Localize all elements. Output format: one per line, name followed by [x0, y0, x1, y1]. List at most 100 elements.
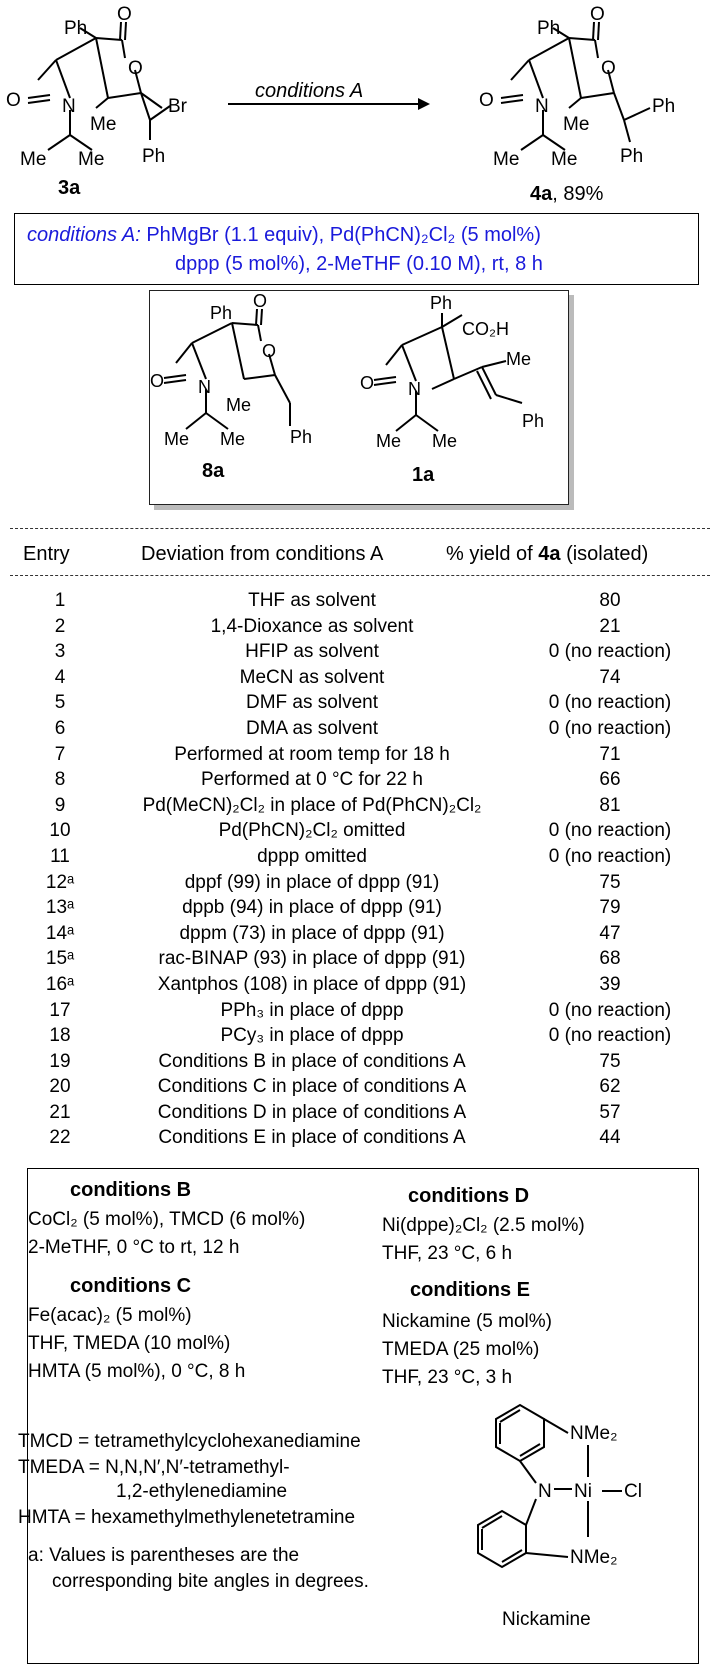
atom-o: O [150, 371, 164, 391]
deviation-cell: Conditions C in place of conditions A [157, 1076, 467, 1098]
yield-cell: 44 [599, 1127, 621, 1149]
table-header-rule [10, 575, 710, 576]
atom-me: Me [432, 431, 457, 451]
atom-me: Me [376, 431, 401, 451]
atom-n: N [538, 1481, 552, 1502]
entry-cell: 14ᵃ [45, 922, 75, 944]
conditions-a-line2: dppp (5 mol%), 2-MeTHF (0.10 M), rt, 8 h [175, 253, 543, 275]
header-deviation: Deviation from conditions A [141, 543, 384, 565]
conditions-c-line1: Fe(acac)₂ (5 mol%) [28, 1305, 192, 1326]
conditions-e-line2: TMEDA (25 mol%) [382, 1339, 540, 1360]
entry-cell: 6 [54, 717, 66, 739]
atom-cl: Cl [624, 1481, 642, 1502]
deviation-cell: Conditions D in place of conditions A [157, 1101, 467, 1123]
yield-cell: 79 [599, 897, 621, 919]
abbr-hmta: HMTA = hexamethylmethylenetetramine [18, 1507, 356, 1528]
entry-cell: 9 [54, 794, 66, 816]
footnote-a-2: corresponding bite angles in degrees. [52, 1571, 369, 1592]
yield-cell: 75 [599, 871, 621, 893]
reaction-scheme: Ph O O O N Me Br Ph Me Me Ph O O O N Me … [6, 4, 675, 205]
entry-cell: 21 [49, 1101, 71, 1123]
atom-me: Me [551, 149, 577, 170]
deviation-cell: DMF as solvent [246, 692, 378, 714]
atom-me: Me [20, 149, 46, 170]
atom-ni: Ni [574, 1481, 592, 1502]
side-products-structures: Ph O O O N Me Me Me Ph Ph CO₂H Me O N Ph… [150, 291, 544, 486]
conditions-e-title: conditions E [410, 1279, 530, 1301]
entry-cell: 17 [49, 999, 71, 1021]
entry-cell: 15ᵃ [45, 948, 75, 970]
atom-n: N [535, 96, 549, 117]
atom-me: Me [506, 349, 531, 369]
label-1a: 1a [412, 464, 435, 486]
yield-cell: 74 [599, 666, 621, 688]
atom-ph: Ph [430, 293, 452, 313]
conditions-a-box: conditions A: PhMgBr (1.1 equiv), Pd(PhC… [14, 213, 699, 285]
entry-cell: 10 [49, 820, 71, 842]
conditions-e-line1: Nickamine (5 mol%) [382, 1311, 552, 1332]
yield-cell: 0 (no reaction) [548, 717, 672, 739]
abbr-tmeda-1: TMEDA = N,N,N′,N′-tetramethyl- [18, 1457, 290, 1478]
entry-cell: 12ᵃ [45, 871, 75, 893]
atom-o: O [262, 341, 276, 361]
deviation-cell: Performed at 0 °C for 22 h [201, 769, 423, 791]
entry-cell: 16ᵃ [45, 973, 75, 995]
deviation-cell: rac-BINAP (93) in place of dppp (91) [158, 948, 466, 970]
deviation-cell: DMA as solvent [246, 717, 378, 739]
atom-ph: Ph [142, 146, 165, 167]
table-top-rule [10, 528, 710, 529]
atom-o: O [590, 4, 605, 25]
entry-cell: 19 [49, 1050, 71, 1072]
deviation-cell: Pd(MeCN)₂Cl₂ in place of Pd(PhCN)₂Cl₂ [142, 794, 482, 816]
atom-o: O [601, 58, 616, 79]
atom-ph: Ph [210, 303, 232, 323]
arrow-label: conditions A [255, 80, 363, 102]
deviation-cell: Conditions E in place of conditions A [158, 1127, 466, 1149]
conditions-b-line2: 2-MeTHF, 0 °C to rt, 12 h [28, 1237, 240, 1258]
atom-o: O [360, 373, 374, 393]
label-8a: 8a [202, 460, 225, 482]
table-row: 4 MeCN as solvent 74 [0, 665, 716, 691]
atom-me: Me [226, 395, 251, 415]
yield-cell: 0 (no reaction) [548, 820, 672, 842]
header-entry: Entry [23, 543, 70, 565]
yield-cell: 0 (no reaction) [548, 845, 672, 867]
deviation-cell: 1,4-Dioxance as solvent [210, 615, 414, 637]
nickamine-structure: NMe₂ N Ni Cl NMe₂ Nickamine [477, 1403, 642, 1630]
atom-ph: Ph [522, 411, 544, 431]
deviation-cell: dppm (73) in place of dppp (91) [179, 922, 445, 944]
conditions-e-line3: THF, 23 °C, 3 h [382, 1367, 513, 1388]
deviation-cell: THF as solvent [248, 590, 376, 611]
atom-o: O [117, 4, 132, 25]
yield-cell: 75 [599, 1050, 621, 1072]
atom-ph: Ph [652, 96, 675, 117]
entry-cell: 7 [54, 743, 66, 765]
atom-ph: Ph [537, 18, 560, 39]
entry-cell: 11 [50, 845, 70, 867]
nickamine-label: Nickamine [502, 1609, 591, 1630]
atom-n: N [62, 96, 76, 117]
label-3a: 3a [58, 177, 81, 199]
conditions-c-line3: HMTA (5 mol%), 0 °C, 8 h [28, 1361, 246, 1382]
conditions-d-line1: Ni(dppe)₂Cl₂ (2.5 mol%) [382, 1215, 585, 1236]
yield-cell: 68 [599, 948, 621, 970]
table-row: 15ᵃ rac-BINAP (93) in place of dppp (91) 6… [0, 946, 716, 972]
label-4a-yield: 4a, 89% [530, 183, 604, 205]
atom-me: Me [90, 114, 116, 135]
atom-co2h: CO₂H [462, 319, 509, 339]
entry-cell: 4 [54, 666, 66, 688]
deviation-cell: MeCN as solvent [239, 666, 385, 688]
atom-o: O [253, 291, 267, 311]
entry-cell: 3 [54, 641, 66, 663]
